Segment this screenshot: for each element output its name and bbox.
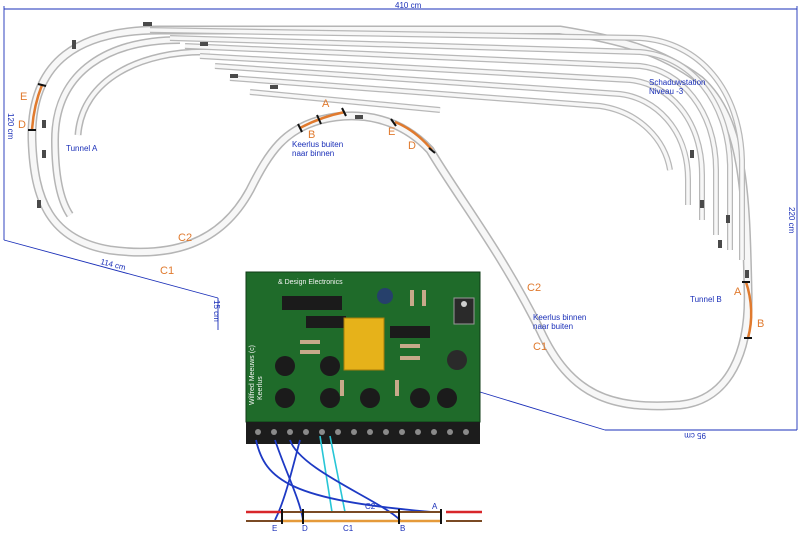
keerlus-1-label-2: naar binnen bbox=[292, 149, 334, 158]
ic-chip-3 bbox=[390, 326, 430, 338]
wire-label-b: B bbox=[400, 524, 405, 533]
section-c2-right: C2 bbox=[527, 282, 541, 294]
track-main bbox=[27, 25, 753, 411]
tunnel-a-label: Tunnel A bbox=[66, 144, 98, 153]
schematic-rails bbox=[246, 509, 482, 524]
section-b-mid: B bbox=[308, 129, 315, 141]
wire-label-d: D bbox=[302, 524, 308, 533]
wire-blue-e bbox=[274, 439, 301, 521]
pcb-brand: & Design Electronics bbox=[278, 279, 343, 286]
wire-blue-a bbox=[255, 439, 433, 513]
terminal-screws bbox=[255, 429, 469, 435]
dim-small-label: 15 cm bbox=[212, 300, 221, 322]
section-dividers bbox=[28, 83, 752, 339]
dim-bottom-label: 95 cm bbox=[684, 431, 706, 440]
section-ab-right-arc bbox=[744, 281, 753, 339]
tunnel-b-label: Tunnel B bbox=[690, 295, 722, 304]
capacitor-2 bbox=[447, 350, 467, 370]
dim-left-label: 120 cm bbox=[6, 113, 15, 140]
section-d-left: D bbox=[18, 119, 26, 131]
section-markers bbox=[30, 84, 753, 339]
section-ab-mid-arc bbox=[299, 110, 346, 130]
wire-label-a: A bbox=[432, 502, 438, 511]
capacitor-1 bbox=[377, 288, 393, 304]
wire-label-c1: C1 bbox=[343, 524, 354, 533]
bottom-diagonal-line bbox=[479, 391, 606, 431]
resistors bbox=[300, 290, 426, 396]
section-c1-right: C1 bbox=[533, 341, 547, 353]
dim-top-label: 410 cm bbox=[395, 1, 422, 10]
shadow-station-label-2: Niveau -3 bbox=[649, 87, 684, 96]
wire-cyan-2 bbox=[329, 435, 346, 513]
section-a-right: A bbox=[734, 286, 742, 298]
terminal-block bbox=[246, 422, 480, 444]
section-c1-left: C1 bbox=[160, 265, 174, 277]
section-ed-mid-arc bbox=[394, 120, 433, 151]
section-e-left-arc bbox=[30, 84, 44, 131]
wire-label-c2: C2 bbox=[365, 502, 376, 511]
voltage-regulator bbox=[453, 297, 475, 325]
ic-chip-1 bbox=[282, 296, 342, 310]
pcb-model: Keerlus bbox=[257, 376, 264, 400]
wiring bbox=[255, 435, 433, 521]
section-c2-left: C2 bbox=[178, 232, 192, 244]
shadow-station-label-1: Schaduwstation bbox=[649, 78, 705, 87]
relay bbox=[343, 317, 385, 371]
section-d-mid: D bbox=[408, 140, 416, 152]
track-markers bbox=[37, 22, 749, 278]
ic-chip-2 bbox=[306, 316, 346, 328]
dimension-lines bbox=[3, 6, 798, 431]
dim-right-label: 220 cm bbox=[787, 207, 796, 234]
section-b-right: B bbox=[757, 318, 764, 330]
keerlus-2-label-1: Keerlus binnen bbox=[533, 313, 586, 322]
wire-label-e: E bbox=[272, 524, 277, 533]
pcb-board: & Design Electronics Wilfred Meeuws (c) … bbox=[245, 271, 481, 444]
shadow-station-tracks bbox=[149, 27, 745, 260]
section-e-mid: E bbox=[388, 126, 395, 138]
wire-blue-d bbox=[274, 439, 304, 521]
section-a-mid: A bbox=[322, 98, 330, 110]
section-e-left: E bbox=[20, 91, 27, 103]
keerlus-2-label-2: naar buiten bbox=[533, 322, 573, 331]
pcb-side-text: Wilfred Meeuws (c) bbox=[249, 345, 256, 405]
keerlus-1-label-1: Keerlus buiten bbox=[292, 140, 343, 149]
trim-pots bbox=[275, 356, 457, 408]
left-diagonal-line bbox=[3, 239, 219, 299]
